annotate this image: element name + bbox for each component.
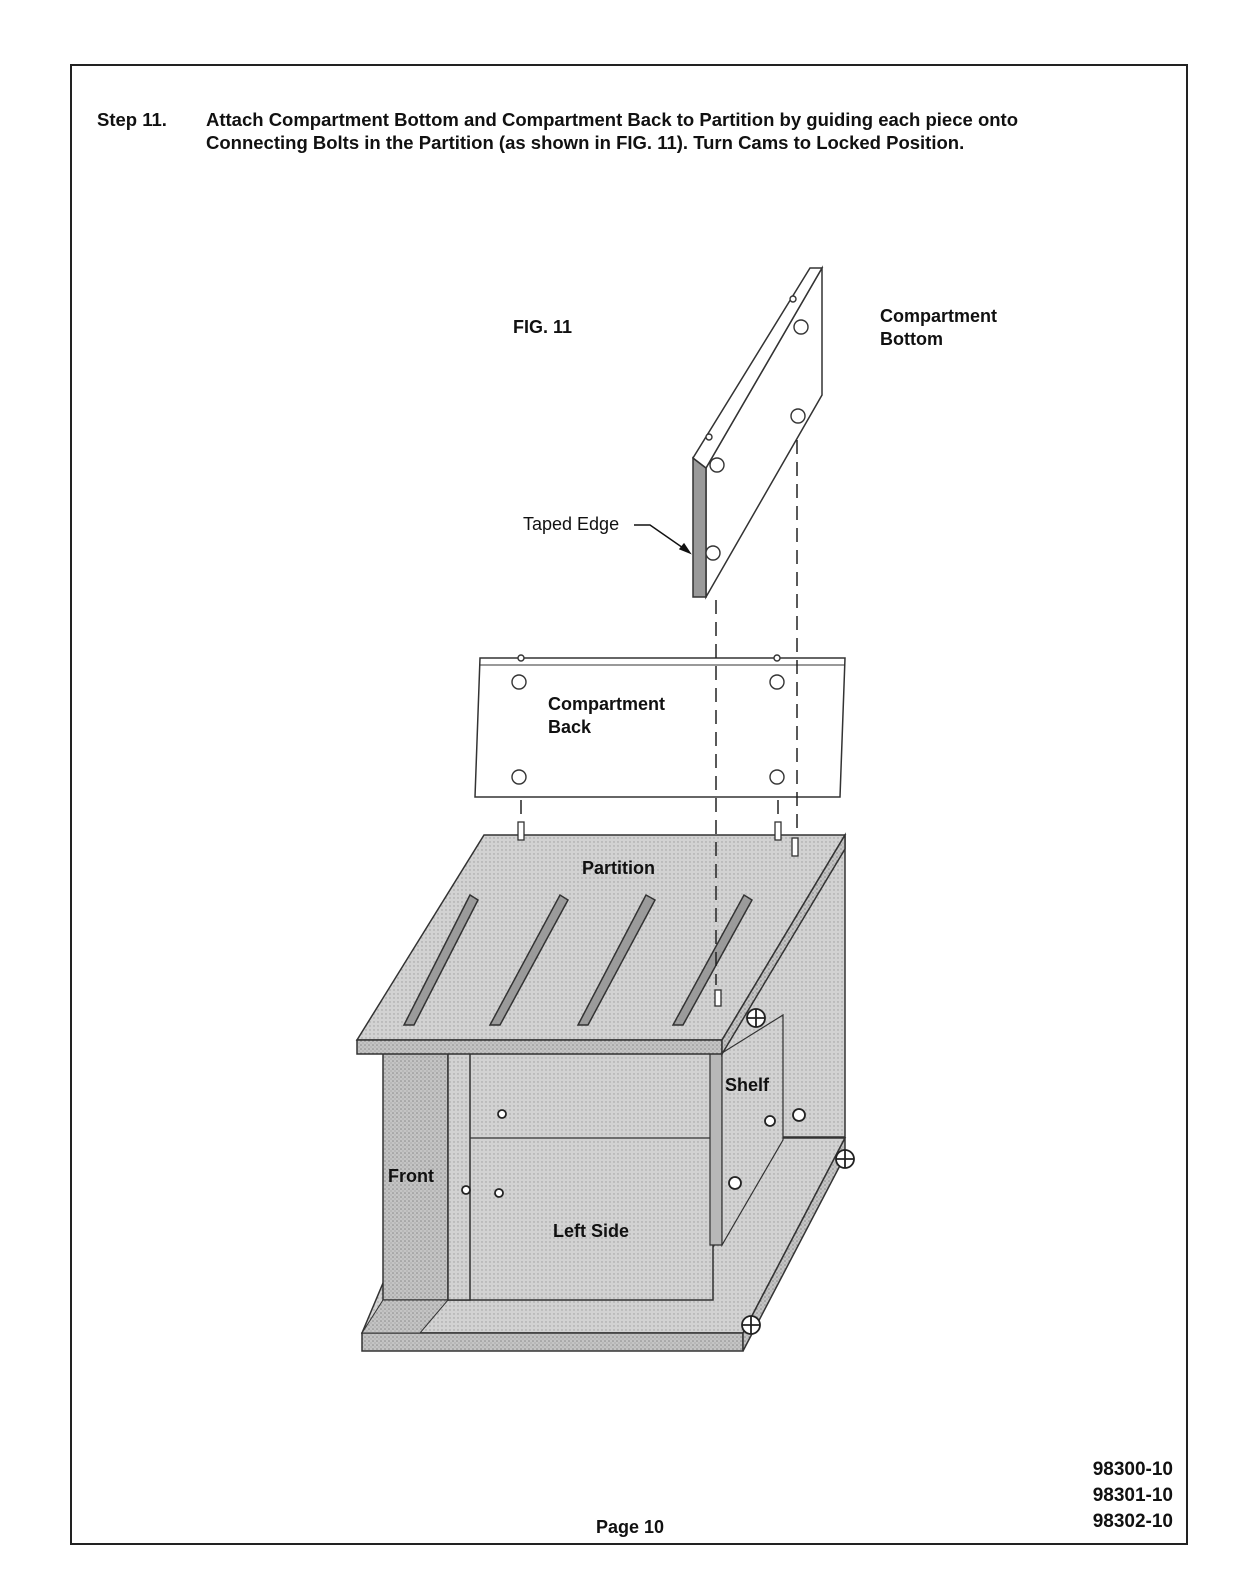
compartment-bottom-panel bbox=[692, 265, 824, 600]
step-number: Step 11. bbox=[97, 109, 167, 130]
front-panel bbox=[361, 1052, 471, 1334]
guide-lines bbox=[520, 440, 798, 985]
connecting-bolts bbox=[517, 821, 799, 1007]
part-number: 98300-10 bbox=[1092, 1459, 1173, 1480]
partition-label: Partition bbox=[582, 858, 656, 878]
shelf-label: Shelf bbox=[725, 1075, 770, 1095]
compartment-back-label-1: Compartment bbox=[548, 694, 666, 714]
part-number: 98301-10 bbox=[1092, 1485, 1173, 1506]
partition-panel bbox=[355, 832, 847, 1057]
step-instructions: Attach Compartment Bottom and Compartmen… bbox=[206, 109, 1019, 153]
page-border bbox=[70, 64, 1188, 1545]
compartment-back-label-2: Back bbox=[548, 717, 592, 737]
left-side-panel bbox=[447, 1052, 714, 1301]
compartment-bottom-label-2: Bottom bbox=[880, 329, 943, 349]
figure-title: FIG. 11 bbox=[513, 317, 573, 337]
front-label: Front bbox=[388, 1166, 434, 1186]
part-number: 98302-10 bbox=[1092, 1511, 1173, 1532]
taped-edge-leader bbox=[634, 524, 692, 555]
taped-edge-label: Taped Edge bbox=[523, 514, 620, 534]
compartment-bottom-label-1: Compartment bbox=[880, 306, 998, 326]
cam-locks bbox=[461, 1008, 855, 1335]
partition-grooves bbox=[402, 893, 753, 1026]
left-side-label: Left Side bbox=[553, 1221, 630, 1241]
compartment-back-panel bbox=[474, 654, 846, 798]
page-number: Page 10 bbox=[596, 1517, 665, 1537]
part-numbers: 98300-10 98301-10 98302-10 bbox=[1093, 1457, 1173, 1535]
